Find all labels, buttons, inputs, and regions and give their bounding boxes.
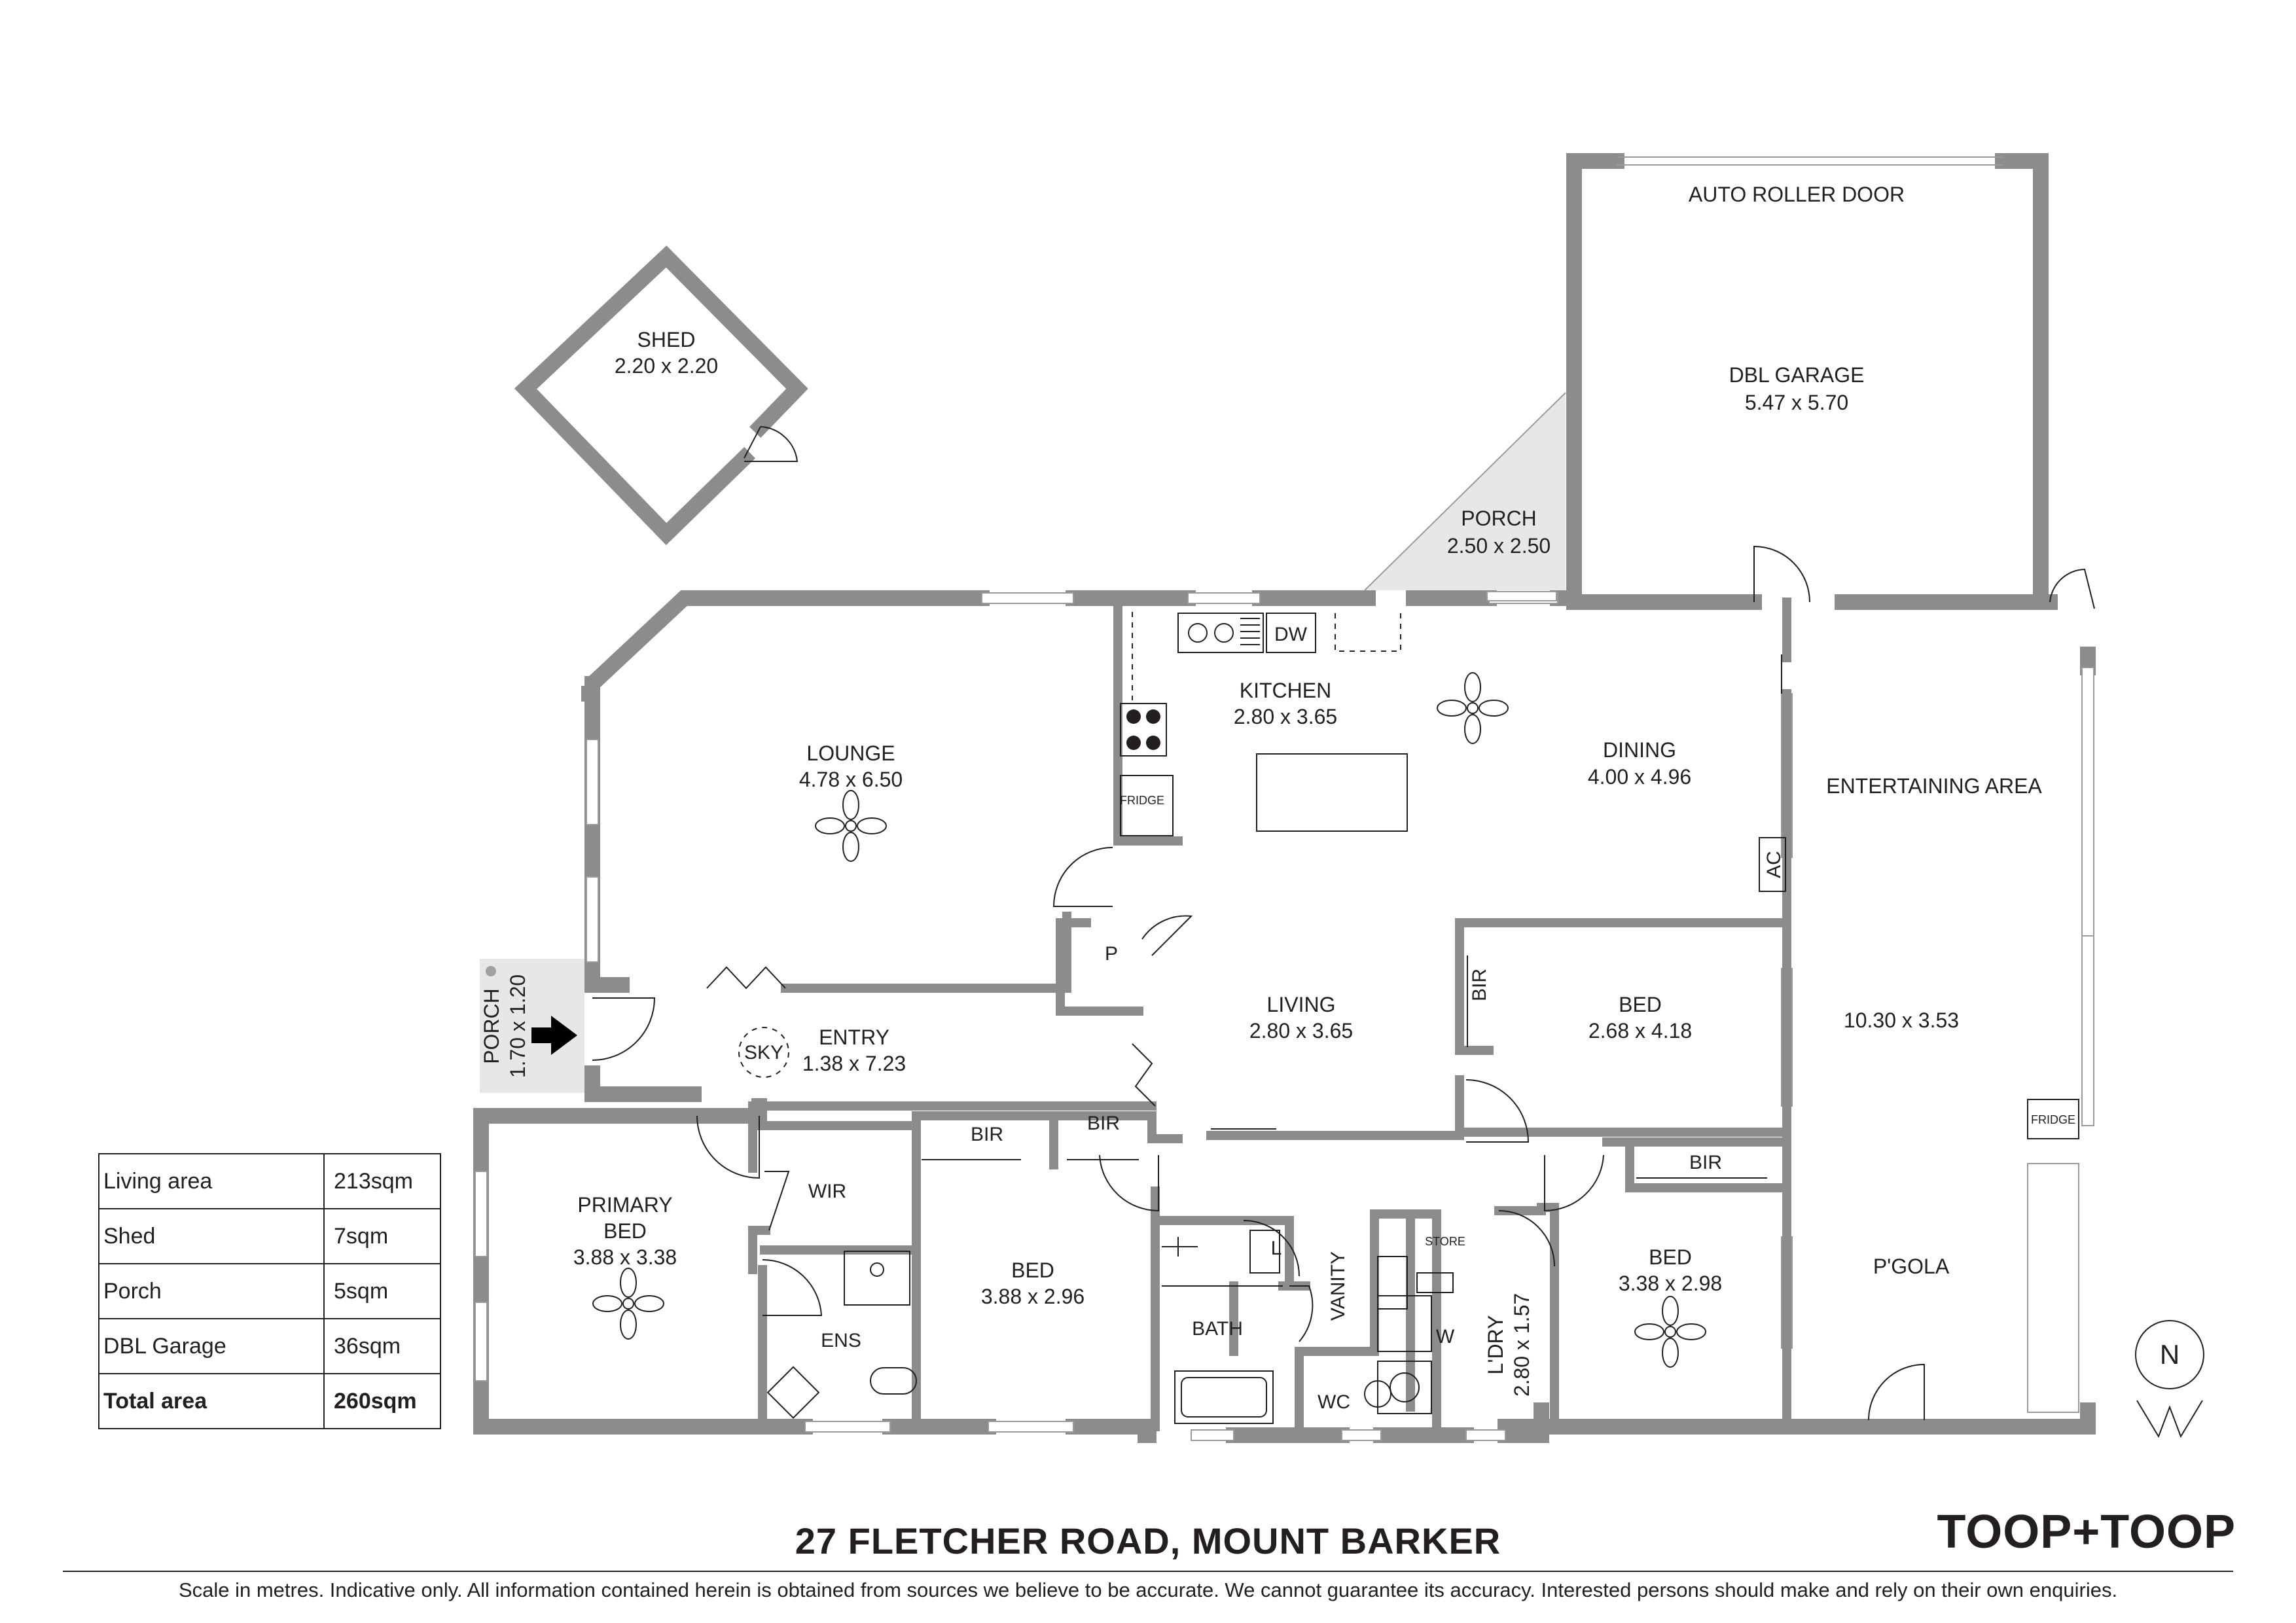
area-value: 5sqm: [323, 1263, 441, 1319]
living-dims: 2.80 x 3.65: [1249, 1019, 1353, 1043]
table-row-total: Total area 260sqm: [98, 1373, 441, 1429]
total-label: Total area: [98, 1373, 325, 1429]
front-porch-name: PORCH: [480, 988, 503, 1064]
laundry-dims: 2.80 x 1.57: [1510, 1293, 1534, 1397]
primary-bed-dims: 3.88 x 3.38: [573, 1245, 677, 1269]
entry-name: ENTRY: [819, 1026, 889, 1049]
entry-dims: 1.38 x 7.23: [802, 1052, 906, 1075]
shed-dims: 2.20 x 2.20: [615, 354, 718, 378]
property-address: 27 FLETCHER ROAD, MOUNT BARKER: [795, 1520, 1501, 1561]
bath-label: BATH: [1192, 1318, 1243, 1340]
front-porch: [480, 959, 584, 1093]
bir-ne-label: BIR: [1469, 969, 1490, 1001]
shed: [514, 245, 808, 545]
front-porch-dims: 1.70 x 1.20: [506, 974, 529, 1078]
roller-door-label: AUTO ROLLER DOOR: [1689, 183, 1905, 206]
laundry-name: L'DRY: [1484, 1315, 1507, 1375]
area-value: 36sqm: [323, 1318, 441, 1374]
bed-se-name: BED: [1649, 1245, 1692, 1269]
washer-label: W: [1436, 1326, 1455, 1347]
entertaining-dims: 10.30 x 3.53: [1844, 1008, 1959, 1032]
dining-name: DINING: [1603, 738, 1676, 762]
area-label: Porch: [98, 1263, 325, 1319]
bir-se-label: BIR: [1689, 1152, 1722, 1173]
bed-mid-dims: 3.88 x 2.96: [981, 1285, 1085, 1308]
dbl-garage: [1566, 153, 2049, 610]
bed-se-dims: 3.38 x 2.98: [1619, 1272, 1722, 1295]
shed-name: SHED: [637, 328, 696, 351]
lounge-name: LOUNGE: [806, 741, 895, 765]
kitchen-island: [1256, 753, 1408, 832]
dw-label: DW: [1274, 624, 1308, 645]
fixture-labels: DW FRIDGE FRIDGE P SKY AC BIR BIR BIR BI…: [744, 624, 2075, 1413]
garage-porch: [1364, 392, 1566, 591]
fridge-pgola-label: FRIDGE: [2031, 1113, 2075, 1126]
lounge-dims: 4.78 x 6.50: [799, 768, 903, 791]
compass-icon: N: [2135, 1320, 2204, 1438]
compass-label: N: [2160, 1339, 2179, 1370]
entertaining-name: ENTERTAINING AREA: [1826, 774, 2042, 798]
linen-label: L: [1271, 1238, 1282, 1259]
bed-ne-dims: 2.68 x 4.18: [1588, 1019, 1692, 1043]
primary-bed-name-2: BED: [603, 1219, 647, 1243]
garage-porch-dims: 2.50 x 2.50: [1447, 534, 1551, 558]
kitchen-fixtures: [1120, 612, 1408, 836]
store-label: STORE: [1425, 1235, 1465, 1248]
area-label: DBL Garage: [98, 1318, 325, 1374]
ens-label: ENS: [821, 1330, 861, 1351]
brand-logo: TOOP+TOOP: [1937, 1506, 2236, 1558]
total-value: 260sqm: [323, 1373, 441, 1429]
sky-label: SKY: [744, 1042, 783, 1063]
area-value: 7sqm: [323, 1208, 441, 1264]
wc-label: WC: [1318, 1391, 1350, 1413]
garage-name: DBL GARAGE: [1729, 363, 1865, 387]
table-row: Porch 5sqm: [98, 1263, 441, 1319]
footer-divider: [63, 1571, 2233, 1572]
table-row: DBL Garage 36sqm: [98, 1318, 441, 1374]
dining-dims: 4.00 x 4.96: [1588, 765, 1691, 789]
disclaimer-text: Scale in metres. Indicative only. All in…: [178, 1578, 2118, 1601]
vanity-label: VANITY: [1327, 1251, 1349, 1321]
bed-ne-name: BED: [1619, 993, 1662, 1016]
primary-bed-name-1: PRIMARY: [577, 1193, 672, 1217]
pantry-label: P: [1105, 943, 1118, 965]
area-value: 213sqm: [323, 1153, 441, 1209]
room-labels: SHED 2.20 x 2.20 AUTO ROLLER DOOR DBL GA…: [480, 183, 2042, 1397]
wet-fixtures: [766, 1230, 1454, 1424]
skylight: [738, 1027, 789, 1078]
pgola-label: P'GOLA: [1873, 1255, 1950, 1278]
ceiling-fans: [592, 672, 1706, 1368]
table-row: Living area 213sqm: [98, 1153, 441, 1209]
doors: [592, 568, 2095, 1421]
bed-mid-name: BED: [1011, 1258, 1054, 1282]
bir-mid-label: BIR: [971, 1124, 1003, 1145]
fridge-kitchen-label: FRIDGE: [1120, 794, 1164, 807]
wir-label: WIR: [808, 1181, 846, 1202]
area-label: Living area: [98, 1153, 325, 1209]
ac-label: AC: [1763, 851, 1785, 878]
bir-hall-label: BIR: [1087, 1113, 1120, 1134]
garage-dims: 5.47 x 5.70: [1745, 391, 1848, 414]
living-name: LIVING: [1267, 993, 1336, 1016]
kitchen-name: KITCHEN: [1240, 679, 1331, 702]
garage-porch-name: PORCH: [1461, 507, 1537, 530]
kitchen-dims: 2.80 x 3.65: [1234, 705, 1337, 728]
area-summary-table: Living area 213sqm Shed 7sqm Porch 5sqm …: [98, 1153, 441, 1429]
area-label: Shed: [98, 1208, 325, 1264]
table-row: Shed 7sqm: [98, 1208, 441, 1264]
entry-arrow-icon: [531, 1016, 577, 1055]
